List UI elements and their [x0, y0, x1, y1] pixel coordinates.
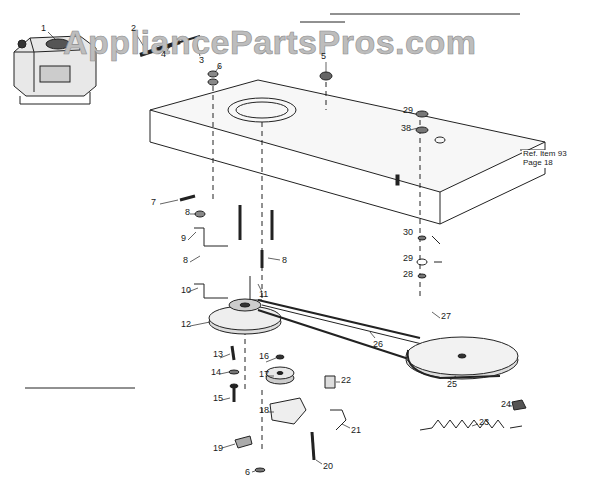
callout-number: 19	[212, 444, 224, 454]
callout-number: 8	[184, 208, 191, 218]
callout-number: 5	[320, 52, 327, 62]
hardware	[229, 346, 526, 472]
callout-number: 4	[160, 50, 167, 60]
leader-line	[48, 32, 512, 472]
callout-number: 3	[198, 56, 205, 66]
rule-line	[300, 22, 345, 23]
callout-number: 27	[440, 312, 452, 322]
callout-number: 30	[402, 228, 414, 238]
callout-number: 23	[478, 418, 490, 428]
callout-number: 12	[180, 320, 192, 330]
callout-number: 25	[446, 380, 458, 390]
callout-number: 29	[402, 106, 414, 116]
callout-number: 15	[212, 394, 224, 404]
bracket	[180, 196, 272, 300]
rule-line	[25, 388, 135, 389]
callout-number: 7	[150, 198, 157, 208]
callout-number: 29	[402, 254, 414, 264]
callout-number: 13	[212, 350, 224, 360]
callout-number: 17	[258, 370, 270, 380]
callout-number: 6	[216, 62, 223, 72]
callout-number: 24	[500, 400, 512, 410]
spindle	[416, 111, 445, 278]
callout-number: 8	[281, 256, 288, 266]
axis-line	[213, 82, 420, 450]
callout-number: 11	[258, 290, 269, 300]
reference-note: Ref. Item 93 Page 18	[522, 150, 574, 168]
callout-number: 21	[350, 426, 362, 436]
callout-number: 28	[402, 270, 414, 280]
callout-number: 9	[180, 234, 187, 244]
callout-number: 18	[258, 406, 270, 416]
callout-number: 2	[130, 24, 137, 34]
rule-line	[330, 14, 520, 15]
callout-number: 22	[340, 376, 352, 386]
callout-number: 14	[210, 368, 222, 378]
callout-number: 38	[400, 124, 412, 134]
callout-number: 20	[322, 462, 334, 472]
watermark: AppliancePartsPros.com	[62, 24, 477, 61]
callout-number: 16	[258, 352, 270, 362]
callout-number: 8	[182, 256, 189, 266]
callout-number: 6	[244, 468, 251, 478]
callout-number: 1	[40, 24, 47, 34]
callout-number: 26	[372, 340, 384, 350]
callout-number: 10	[180, 286, 192, 296]
mower-deck	[150, 80, 545, 224]
belt-drive	[209, 299, 518, 379]
